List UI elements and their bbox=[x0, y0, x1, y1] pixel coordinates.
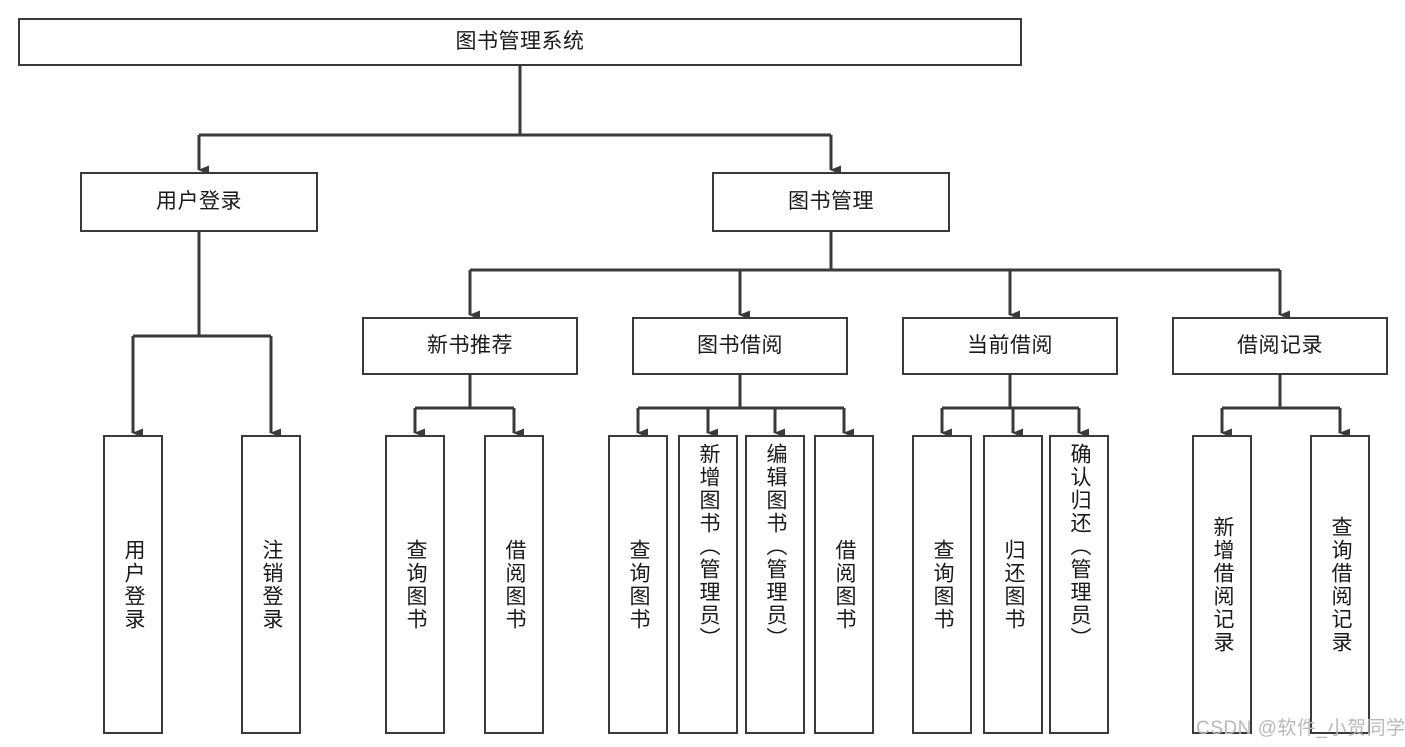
node-leaf-add-book[interactable]: 新增图书（管理员） bbox=[678, 435, 738, 734]
node-label: 借阅图书 bbox=[503, 538, 527, 631]
node-label: 当前借阅 bbox=[967, 333, 1053, 357]
node-label: 用户登录 bbox=[156, 189, 242, 213]
node-leaf-return-book[interactable]: 归还图书 bbox=[983, 435, 1043, 734]
node-label: 确认归还（管理员） bbox=[1068, 443, 1092, 650]
node-label: 查询借阅记录 bbox=[1329, 515, 1353, 654]
node-label: 查询图书 bbox=[931, 538, 955, 631]
node-label: 查询图书 bbox=[404, 538, 428, 631]
node-borrow-record[interactable]: 借阅记录 bbox=[1172, 317, 1388, 375]
node-leaf-borrow-book[interactable]: 借阅图书 bbox=[814, 435, 874, 734]
node-leaf-add-record[interactable]: 新增借阅记录 bbox=[1192, 435, 1252, 734]
node-label: 借阅记录 bbox=[1237, 333, 1323, 357]
node-new-book-recommend[interactable]: 新书推荐 bbox=[362, 317, 578, 375]
node-leaf-query-record[interactable]: 查询借阅记录 bbox=[1310, 435, 1370, 734]
node-book-borrow[interactable]: 图书借阅 bbox=[632, 317, 848, 375]
node-leaf-confirm-return[interactable]: 确认归还（管理员） bbox=[1049, 435, 1109, 734]
node-label: 新增图书（管理员） bbox=[697, 443, 721, 650]
node-label: 归还图书 bbox=[1002, 538, 1026, 631]
node-leaf-edit-book[interactable]: 编辑图书（管理员） bbox=[745, 435, 805, 734]
node-root-system[interactable]: 图书管理系统 bbox=[18, 18, 1022, 66]
node-user-login[interactable]: 用户登录 bbox=[80, 172, 318, 232]
node-leaf-query-book-borrow[interactable]: 查询图书 bbox=[608, 435, 668, 734]
node-label: 图书管理 bbox=[788, 189, 874, 213]
node-label: 查询图书 bbox=[627, 538, 651, 631]
node-leaf-query-book-rec[interactable]: 查询图书 bbox=[385, 435, 445, 734]
node-leaf-logout[interactable]: 注销登录 bbox=[241, 435, 301, 734]
node-label: 注销登录 bbox=[260, 538, 284, 631]
node-book-manage[interactable]: 图书管理 bbox=[712, 172, 950, 232]
node-label: 编辑图书（管理员） bbox=[764, 443, 788, 650]
csdn-watermark: CSDN @软件_小贺同学 bbox=[1196, 718, 1405, 739]
node-label: 用户登录 bbox=[122, 538, 146, 631]
node-label: 借阅图书 bbox=[833, 538, 857, 631]
node-leaf-borrow-book-rec[interactable]: 借阅图书 bbox=[484, 435, 544, 734]
node-label: 新增借阅记录 bbox=[1211, 515, 1235, 654]
tree-edges bbox=[131, 66, 1350, 438]
node-current-borrow[interactable]: 当前借阅 bbox=[902, 317, 1118, 375]
node-label: 图书借阅 bbox=[697, 333, 783, 357]
node-leaf-query-book-cur[interactable]: 查询图书 bbox=[912, 435, 972, 734]
node-label: 图书管理系统 bbox=[455, 29, 585, 53]
node-label: 新书推荐 bbox=[427, 333, 513, 357]
node-leaf-user-login[interactable]: 用户登录 bbox=[103, 435, 163, 734]
